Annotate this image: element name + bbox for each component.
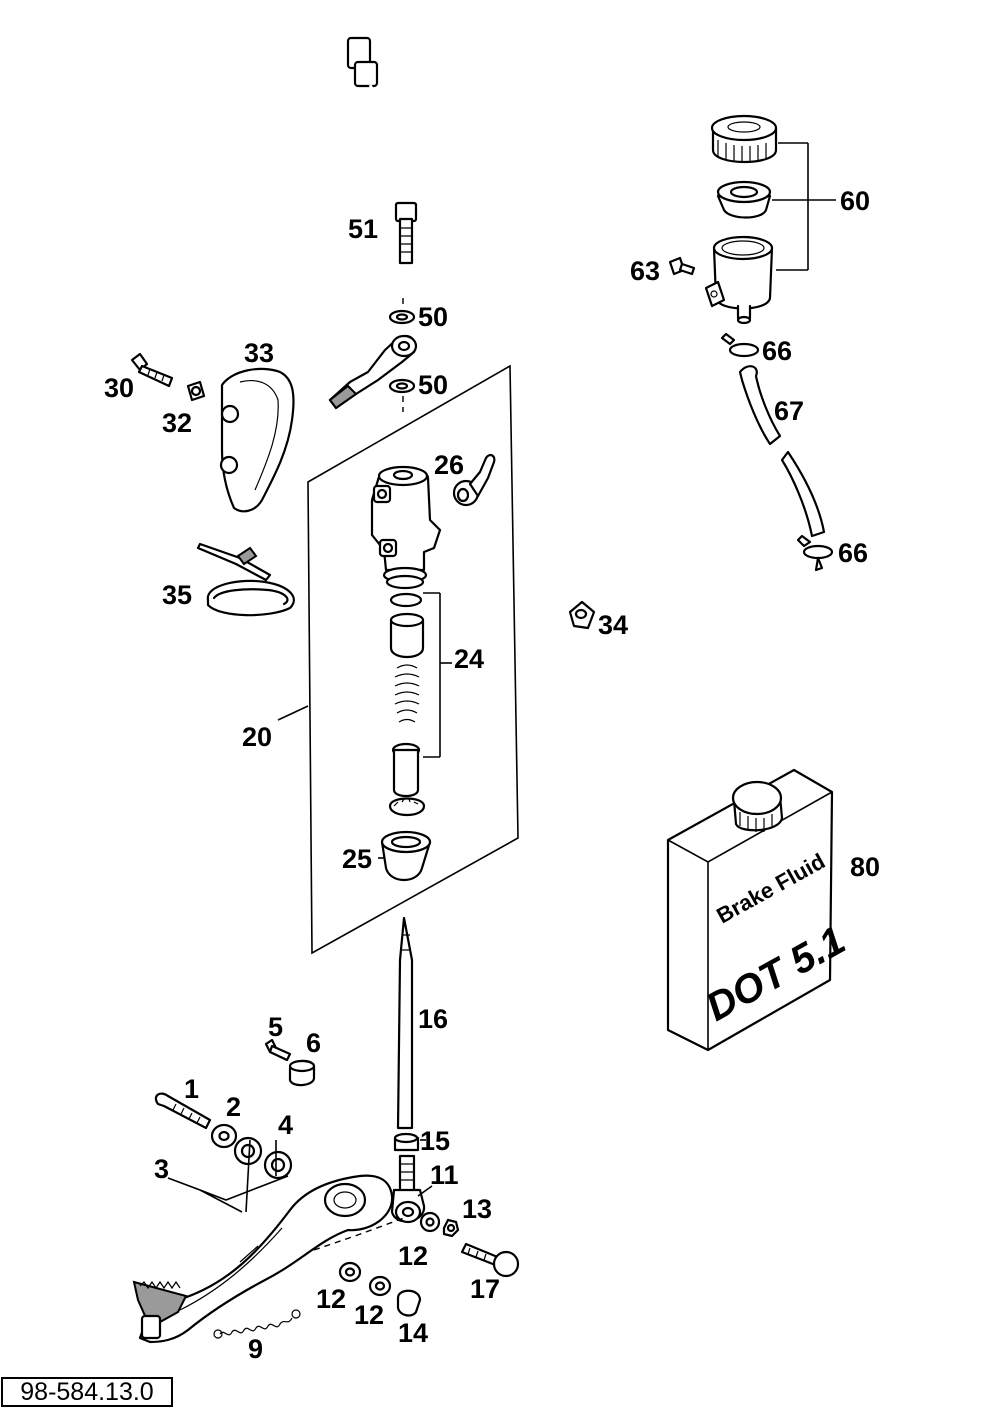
- callout-15: 15: [420, 1126, 450, 1156]
- push-rod: [396, 916, 414, 1130]
- callout-11: 11: [430, 1160, 459, 1190]
- callout-13: 13: [462, 1194, 492, 1224]
- heel-guard-and-fasteners: [130, 352, 295, 513]
- master-cylinder-group-outline: [307, 364, 519, 955]
- callout-14: 14: [398, 1318, 428, 1348]
- callout-17: 17: [470, 1274, 500, 1304]
- callout-9: 9: [248, 1334, 263, 1364]
- callout-50-top: 50: [418, 302, 448, 332]
- brake-light-switch: [346, 36, 418, 265]
- callout-33: 33: [244, 338, 274, 368]
- callout-32: 32: [162, 408, 192, 438]
- callout-1: 1: [184, 1074, 199, 1104]
- callout-66-bottom: 66: [838, 538, 868, 568]
- clevis-fasteners: [313, 1211, 520, 1317]
- master-cylinder-body: [370, 465, 442, 590]
- callout-labels: 51 50 50 33 30 32 26 35 24 20 25 16 5 6 …: [104, 186, 880, 1364]
- brake-pedal: [132, 1174, 394, 1344]
- callout-50-bottom: 50: [418, 370, 448, 400]
- reservoir-screw: [668, 256, 696, 276]
- callout-30: 30: [104, 373, 134, 403]
- brake-fluid-can: Brake Fluid DOT 5.1: [666, 768, 853, 1052]
- callout-4: 4: [278, 1110, 293, 1140]
- callout-3: 3: [154, 1154, 169, 1184]
- clip-nut: [568, 600, 596, 630]
- callout-26: 26: [434, 450, 464, 480]
- rod-nut-and-clevis: [390, 1132, 426, 1224]
- callout-25: 25: [342, 844, 372, 874]
- callout-34: 34: [598, 610, 628, 640]
- callout-12-left: 12: [316, 1284, 346, 1314]
- callout-66-top: 66: [762, 336, 792, 366]
- hose-and-clamps: [720, 332, 834, 572]
- boot-cup: [380, 830, 432, 882]
- callout-63: 63: [630, 256, 660, 286]
- callout-12-upper: 12: [398, 1241, 428, 1271]
- callout-51: 51: [348, 214, 378, 244]
- callout-5: 5: [268, 1012, 283, 1042]
- elbow-connector: [452, 453, 496, 507]
- callout-80: 80: [850, 852, 880, 882]
- return-spring: [213, 1309, 301, 1339]
- callout-60: 60: [840, 186, 870, 216]
- document-number: 98-584.13.0: [1, 1377, 173, 1407]
- piston-kit: [388, 592, 452, 817]
- callout-35: 35: [162, 580, 192, 610]
- callout-12-middle: 12: [354, 1300, 384, 1330]
- cable-tie: [196, 542, 295, 617]
- callout-24: 24: [454, 644, 484, 674]
- callout-2: 2: [226, 1092, 241, 1122]
- callout-20: 20: [242, 722, 272, 752]
- callout-16: 16: [418, 1004, 448, 1034]
- sealing-rings-and-banjo: [328, 298, 418, 412]
- callout-67: 67: [774, 396, 804, 426]
- leader-lines: [167, 705, 433, 1213]
- fluid-reservoir: [704, 114, 836, 325]
- callout-6: 6: [306, 1028, 321, 1058]
- pedal-pivot-parts: [154, 1038, 316, 1180]
